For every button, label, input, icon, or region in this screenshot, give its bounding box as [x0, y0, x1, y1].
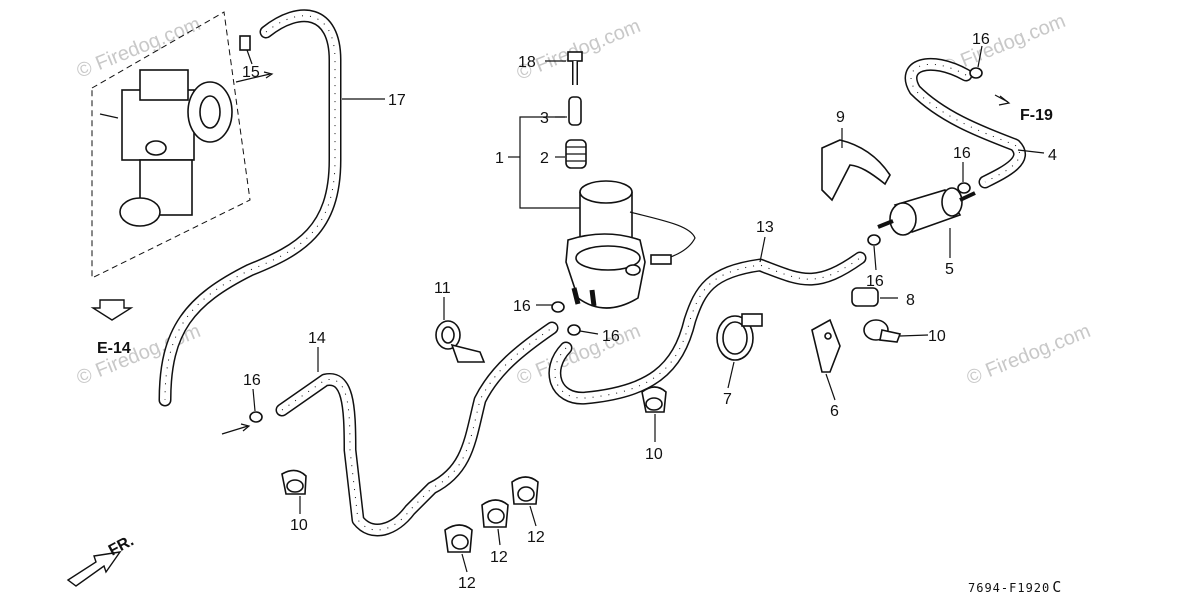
clip-12-a [444, 524, 473, 553]
label-8: 8 [906, 292, 915, 309]
label-17: 17 [388, 92, 406, 109]
band-7 [716, 313, 763, 361]
fuel-pump-assembly [565, 51, 696, 309]
clip-12-b [481, 499, 509, 528]
front-marker: FR. [66, 532, 137, 587]
collar-3 [568, 96, 582, 126]
clip-11 [435, 320, 486, 363]
label-18: 18 [518, 54, 536, 71]
label-5: 5 [945, 261, 954, 278]
fuel-filter [877, 187, 976, 236]
label-12: 12 [458, 575, 476, 592]
watermark: © Firedog.com [964, 320, 1094, 390]
label-16: 16 [602, 328, 620, 345]
clamps-16 [249, 67, 983, 423]
label-1: 1 [495, 150, 504, 167]
e14-arrow-icon [90, 299, 134, 321]
label-9: 9 [836, 109, 845, 126]
ref-e14: E-14 [97, 340, 131, 357]
clip-12-c [511, 476, 539, 505]
label-13: 13 [756, 219, 774, 236]
leader-lines [221, 45, 1045, 573]
label-2: 2 [540, 150, 549, 167]
watermark: © Firedog.com [514, 15, 644, 85]
label-3: 3 [540, 110, 549, 127]
label-10: 10 [645, 446, 663, 463]
label-12: 12 [490, 549, 508, 566]
ref-f19: F-19 [1020, 107, 1053, 124]
filter-clip [239, 35, 251, 51]
clip-10-a [641, 386, 667, 413]
stay-6 [811, 318, 841, 373]
label-16: 16 [953, 145, 971, 162]
label-16: 16 [972, 31, 990, 48]
front-arrow-icon [66, 551, 122, 587]
holder-9 [821, 139, 891, 202]
clip-10-b [863, 319, 902, 343]
label-7: 7 [723, 391, 732, 408]
label-10: 10 [928, 328, 946, 345]
label-16: 16 [866, 273, 884, 290]
hoses [158, 9, 1026, 537]
label-16: 16 [243, 372, 261, 389]
label-12: 12 [527, 529, 545, 546]
label-4: 4 [1048, 147, 1057, 164]
carburetor-reference: E-14 [90, 11, 251, 357]
bolt-18-head [567, 51, 583, 62]
part-labels: 18 3 2 1 4 5 6 7 8 9 10 10 10 11 12 12 1… [242, 31, 1057, 592]
label-11: 11 [434, 280, 451, 297]
label-15: 15 [242, 64, 260, 81]
clip-8 [851, 287, 879, 307]
label-10: 10 [290, 517, 308, 534]
label-14: 14 [308, 330, 326, 347]
label-6: 6 [830, 403, 839, 420]
label-16: 16 [513, 298, 531, 315]
clip-10-c [281, 469, 307, 495]
